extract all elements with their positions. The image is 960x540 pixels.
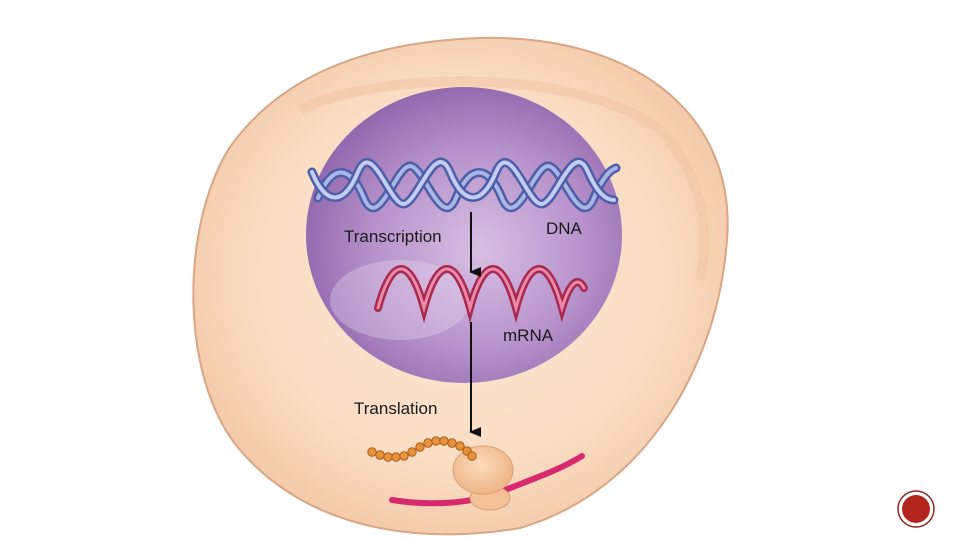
dna-helix (307, 157, 621, 213)
mrna-label: mRNA (503, 326, 554, 345)
cell-inner-rim (297, 76, 710, 282)
protein-bead (375, 450, 385, 460)
protein-bead (439, 436, 449, 446)
protein-bead (447, 438, 457, 448)
translation-label: Translation (354, 399, 438, 418)
protein-bead (391, 452, 401, 462)
protein-bead (399, 451, 409, 461)
protein-bead (455, 441, 465, 451)
protein-bead (383, 452, 393, 462)
protein-bead (367, 447, 377, 457)
protein-bead (415, 442, 425, 452)
mrna-strand (374, 265, 588, 324)
protein-bead (467, 451, 477, 461)
dna-label: DNA (546, 219, 582, 238)
protein-bead (423, 438, 433, 448)
protein-bead (431, 436, 441, 446)
protein-chain (367, 436, 477, 462)
transcription-label: Transcription (344, 227, 442, 246)
nucleus (306, 87, 622, 383)
slide-number-badge-icon (897, 490, 935, 528)
protein-bead (407, 447, 417, 457)
